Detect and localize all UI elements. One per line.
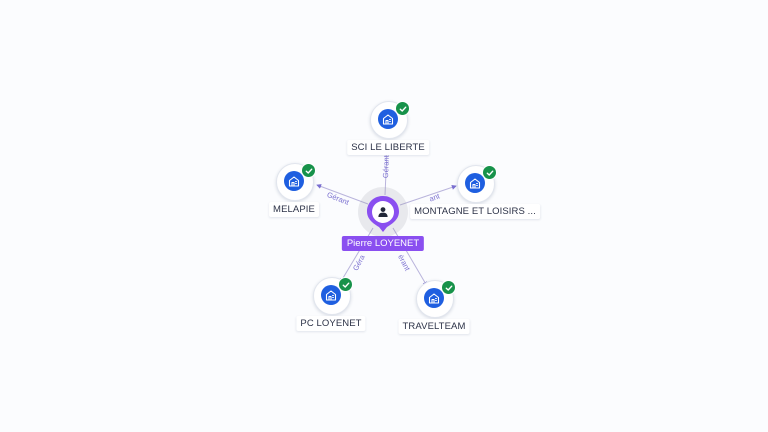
company-label: SCI LE LIBERTE — [347, 140, 429, 155]
building-icon — [378, 109, 398, 129]
edge-sci-le-liberte — [384, 149, 390, 196]
verified-check-icon — [338, 277, 353, 292]
company-label: MELAPIE — [269, 202, 319, 217]
verified-check-icon — [301, 163, 316, 178]
building-icon — [424, 288, 444, 308]
company-label: PC LOYENET — [296, 316, 366, 331]
verified-check-icon — [482, 165, 497, 180]
edge-melapie — [316, 184, 369, 205]
user-icon — [378, 207, 388, 217]
building-icon — [465, 173, 485, 193]
edge-montagne — [399, 184, 457, 206]
verified-check-icon — [441, 280, 456, 295]
company-label: TRAVELTEAM — [398, 319, 470, 334]
company-label: MONTAGNE ET LOISIRS ... — [410, 204, 540, 219]
person-name-label: Pierre LOYENET — [341, 236, 425, 251]
building-icon — [284, 171, 304, 191]
verified-check-icon — [395, 101, 410, 116]
edge-label-sci-le-liberte: Gérant — [381, 155, 391, 179]
building-icon — [321, 285, 341, 305]
